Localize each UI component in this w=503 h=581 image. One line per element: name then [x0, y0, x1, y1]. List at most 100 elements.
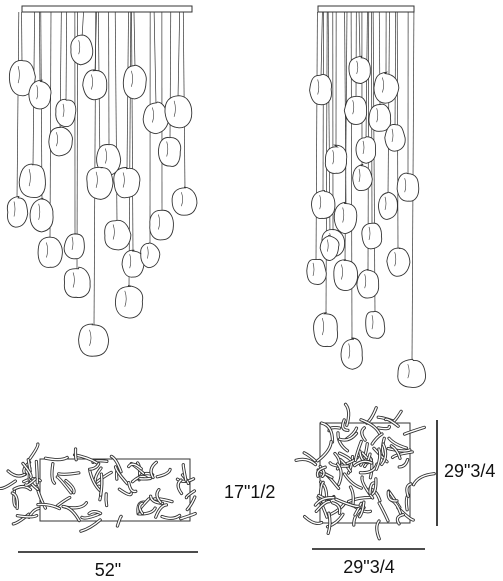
- glass-pendant-contour: [341, 264, 343, 280]
- glass-pendant-contour: [391, 128, 394, 142]
- glass-curl-highlight: [99, 473, 103, 496]
- glass-pendant-contour: [158, 214, 160, 230]
- glass-curl-highlight: [320, 422, 334, 443]
- glass-pendant: [333, 201, 358, 235]
- glass-curl-highlight: [344, 403, 350, 426]
- glass-pendant: [70, 34, 94, 66]
- cable: [177, 11, 181, 99]
- glass-pendant-contour: [371, 315, 374, 330]
- glass-curl-highlight: [74, 448, 77, 461]
- glass-pendant: [164, 95, 193, 129]
- cable: [65, 11, 67, 103]
- small-height-label: 29"3/4: [444, 461, 495, 481]
- glass-curl-highlight: [118, 488, 132, 496]
- glass-curl-highlight: [387, 447, 411, 452]
- glass-pendant: [140, 242, 161, 269]
- glass-pendant-contour: [129, 254, 132, 269]
- glass-curl-highlight: [105, 493, 108, 507]
- glass-curl-highlight: [16, 514, 38, 518]
- glass-curl-highlight: [371, 478, 377, 495]
- glass-curl-highlight: [11, 492, 19, 510]
- glass-curl-highlight: [369, 457, 373, 479]
- glass-curl-highlight: [361, 476, 374, 499]
- glass-pendant: [313, 312, 339, 348]
- glass-pendant-contour: [382, 77, 384, 93]
- glass-curl-highlight: [57, 472, 80, 475]
- glass-pendant-contour: [17, 66, 20, 84]
- glass-pendant-contour: [404, 178, 407, 193]
- glass-pendant-contour: [95, 171, 98, 188]
- cable: [81, 11, 84, 39]
- glass-pendant: [29, 197, 54, 233]
- glass-curl-highlight: [182, 464, 187, 481]
- glass-pendant: [384, 123, 406, 152]
- glass-curl-highlight: [347, 455, 354, 474]
- cable: [320, 11, 323, 78]
- cable: [133, 11, 136, 69]
- glass-curl-highlight: [354, 502, 362, 516]
- cable: [128, 11, 132, 289]
- glass-pendant: [333, 259, 359, 292]
- glass-pendant: [63, 266, 91, 298]
- glass-curl-highlight: [7, 470, 26, 477]
- glass-curl-highlight: [155, 504, 168, 518]
- glass-pendant-contour: [322, 318, 324, 336]
- glass-pendant: [309, 73, 332, 106]
- cable: [372, 11, 376, 314]
- small-plan-glass-cluster: [294, 402, 436, 541]
- glass-curl-highlight: [327, 512, 331, 535]
- glass-curl-highlight: [88, 463, 100, 471]
- glass-curl-highlight: [343, 473, 363, 489]
- glass-curl-highlight: [153, 498, 173, 503]
- glass-pendant-contour: [147, 246, 149, 259]
- glass-curl-highlight: [22, 462, 32, 479]
- glass-curl-highlight: [56, 476, 72, 494]
- glass-curl-highlight: [398, 458, 409, 468]
- large-height-label: 17"1/2: [224, 482, 275, 502]
- glass-curl-highlight: [316, 440, 332, 462]
- glass-pendant-contour: [28, 169, 31, 187]
- cable: [394, 11, 397, 128]
- glass-curl-highlight: [361, 427, 366, 441]
- glass-curl-highlight: [396, 513, 405, 525]
- glass-curl-highlight: [339, 458, 352, 472]
- glass-pendant-contour: [46, 242, 48, 258]
- glass-curl-highlight: [185, 490, 196, 499]
- glass-pendant-contour: [91, 74, 93, 90]
- cable: [131, 11, 134, 253]
- glass-pendant-contour: [376, 108, 379, 123]
- glass-pendant: [368, 103, 392, 132]
- glass-pendant: [386, 247, 411, 277]
- glass-pendant-contour: [131, 70, 133, 87]
- glass-curl-highlight: [384, 418, 399, 427]
- glass-pendant: [82, 69, 108, 101]
- glass-pendant: [361, 222, 383, 250]
- glass-pendant-contour: [356, 60, 359, 74]
- glass-curl-highlight: [128, 481, 137, 493]
- cable: [315, 11, 318, 262]
- glass-curl-highlight: [390, 445, 401, 459]
- glass-curl-highlight: [37, 503, 61, 510]
- glass-pendant-contour: [332, 150, 335, 165]
- glass-pendant-contour: [342, 207, 345, 223]
- large-canopy: [21, 5, 193, 13]
- glass-pendant-contour: [112, 224, 115, 240]
- cable: [387, 11, 390, 196]
- glass-pendant-contour: [152, 107, 154, 123]
- glass-curl-highlight: [316, 466, 326, 477]
- glass-curl-highlight: [13, 485, 32, 491]
- small-width-label: 29"3/4: [343, 557, 394, 577]
- glass-pendant-contour: [368, 226, 371, 240]
- glass-curl-highlight: [335, 498, 359, 508]
- glass-pendant-contour: [181, 192, 183, 207]
- glass-pendant-contour: [36, 85, 39, 100]
- glass-curl-highlight: [303, 452, 316, 462]
- glass-curl-highlight: [338, 452, 352, 461]
- glass-curl-highlight: [89, 470, 102, 492]
- glass-curl-highlight: [314, 496, 335, 506]
- small-canopy: [317, 5, 415, 13]
- glass-pendant-contour: [124, 290, 127, 307]
- glass-curl-highlight: [381, 443, 387, 466]
- glass-pendant: [397, 358, 426, 388]
